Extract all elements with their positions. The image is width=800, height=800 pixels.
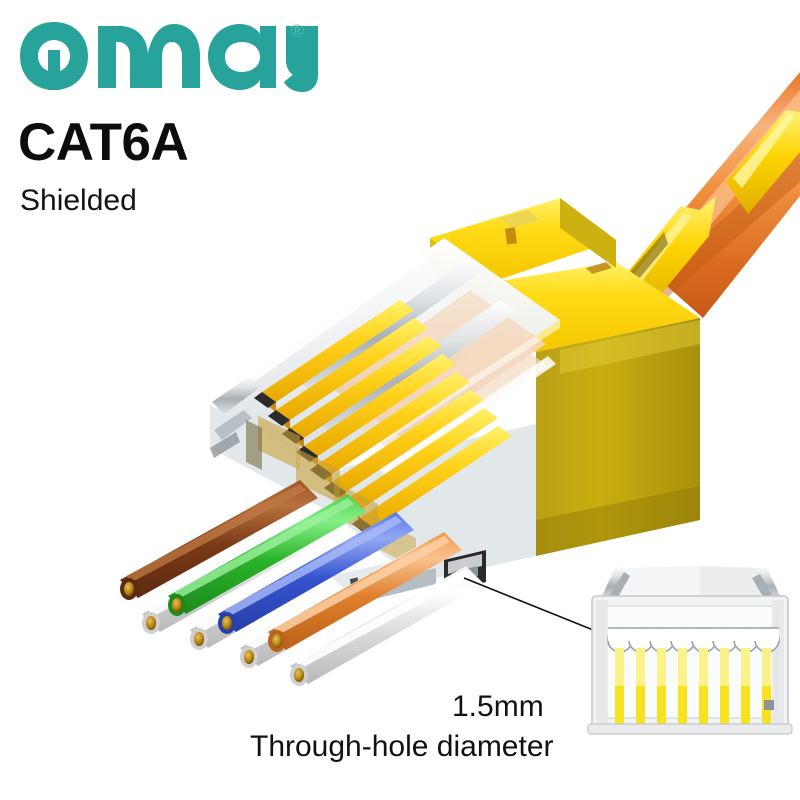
wire-white-orange — [290, 566, 484, 686]
twisted-pair-wires — [120, 480, 484, 686]
registered-trademark-icon: ® — [290, 21, 305, 42]
contact-pins — [254, 300, 512, 538]
wire-brown — [120, 480, 318, 600]
wire-blue — [218, 512, 414, 634]
inset-connector-front-view — [587, 566, 793, 735]
wire-green — [168, 494, 366, 616]
nose-shield-tabs — [210, 376, 262, 458]
through-holes — [607, 627, 780, 653]
figure-caption: Through-hole diameter — [250, 730, 554, 763]
brand-block: ® — [18, 14, 348, 92]
product-category-title: CAT6A — [18, 113, 189, 172]
omay-logo: ® — [18, 14, 348, 92]
omay-logo-wordmark — [20, 22, 318, 92]
product-subtitle: Shielded — [20, 184, 137, 217]
wire-orange — [268, 532, 462, 652]
dimension-label: 1.5mm — [452, 690, 544, 723]
